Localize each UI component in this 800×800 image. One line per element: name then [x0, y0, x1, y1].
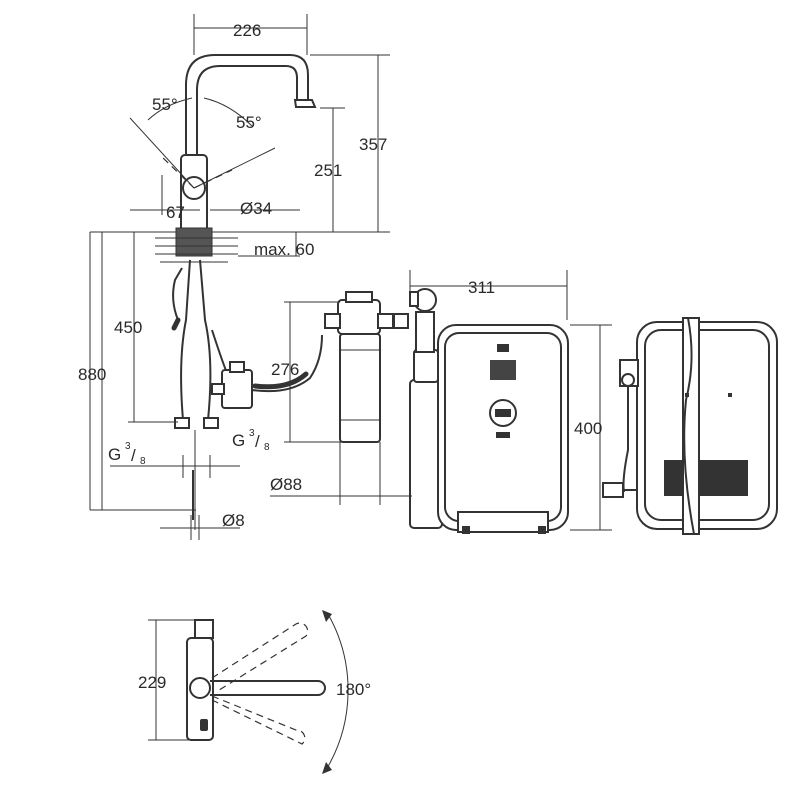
dimension-labels: 226 55° 55° 357 251 67 Ø34 max. 60 450 8…	[78, 21, 602, 699]
dim-boiler-width: 311	[468, 278, 495, 297]
filter-unit	[324, 291, 409, 443]
faucet-side-view	[90, 54, 323, 530]
dim-pipe-diameter: Ø8	[222, 511, 245, 530]
dim-angle-left: 55°	[152, 95, 178, 114]
dim-base-diameter: Ø34	[240, 199, 272, 218]
thread-right-sub: 8	[264, 442, 270, 453]
thread-left-label: G 3 / 8	[108, 441, 146, 467]
dim-angle-right: 55°	[236, 113, 262, 132]
thread-left-sup: 3	[125, 441, 131, 452]
dim-spout-height: 251	[314, 161, 342, 180]
thread-right-letter: G	[232, 431, 245, 450]
dim-handle-rotation: 180°	[336, 680, 371, 699]
dim-base-offset: 67	[166, 203, 185, 222]
dimension-lines	[89, 14, 612, 741]
thread-left-letter: G	[108, 445, 121, 464]
svg-text:/: /	[255, 432, 260, 451]
thread-right-sup: 3	[249, 428, 255, 439]
boiler-side-view	[602, 317, 778, 535]
thread-left-sub: 8	[140, 456, 146, 467]
dim-boiler-height: 400	[574, 419, 602, 438]
boiler-unit	[409, 288, 569, 534]
dim-total-height: 357	[359, 135, 387, 154]
handle-top-view	[186, 610, 349, 774]
dim-880: 880	[78, 365, 106, 384]
dim-filter-diameter: Ø88	[270, 475, 302, 494]
dim-max-deck: max. 60	[254, 240, 314, 259]
svg-text:/: /	[131, 446, 136, 465]
dim-276: 276	[271, 360, 299, 379]
dim-450: 450	[114, 318, 142, 337]
vent-slots	[664, 460, 748, 496]
dim-spout-reach: 226	[233, 21, 261, 40]
dim-handle-height: 229	[138, 673, 166, 692]
thread-right-label: G 3 / 8	[232, 428, 270, 453]
